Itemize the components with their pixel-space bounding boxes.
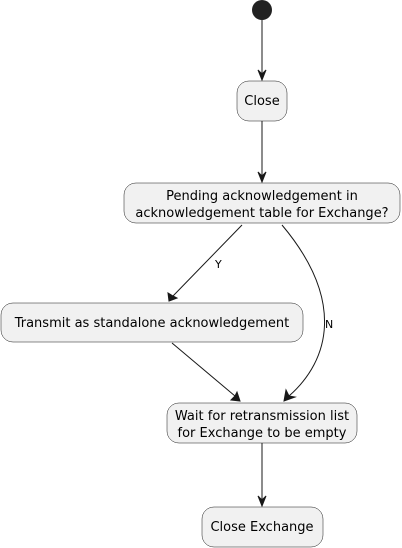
edge-yes	[172, 224, 243, 297]
decision-label-line1: Pending acknowledgement in	[166, 189, 358, 204]
node-close-label: Close	[244, 94, 279, 109]
edge-yes-label: Y	[214, 258, 222, 271]
node-transmit-label: Transmit as standalone acknowledgement	[14, 316, 290, 331]
edge-no	[281, 224, 326, 397]
node-wait-retransmission-list: Wait for retransmission list for Exchang…	[166, 402, 358, 444]
node-close: Close	[236, 80, 288, 122]
node-close-exchange-label: Close Exchange	[210, 520, 313, 535]
arrow-head	[257, 171, 267, 184]
arrow-head	[257, 69, 267, 82]
arrow-head	[283, 388, 297, 402]
edge-transmit-wait	[171, 342, 236, 397]
edge-no-label: N	[325, 318, 333, 331]
node-close-exchange: Close Exchange	[201, 506, 324, 548]
wait-label-line1: Wait for retransmission list	[175, 409, 349, 424]
decision-label-line2: acknowledgement table for Exchange?	[135, 206, 388, 221]
arrow-head	[167, 292, 179, 302]
arrow-head	[229, 390, 241, 402]
node-transmit-standalone-ack: Transmit as standalone acknowledgement	[0, 302, 304, 343]
start-node	[252, 0, 272, 20]
wait-label-line2: for Exchange to be empty	[178, 426, 347, 441]
node-pending-acknowledgement-check: Pending acknowledgement in acknowledgeme…	[123, 182, 401, 224]
arrow-head	[257, 495, 267, 508]
